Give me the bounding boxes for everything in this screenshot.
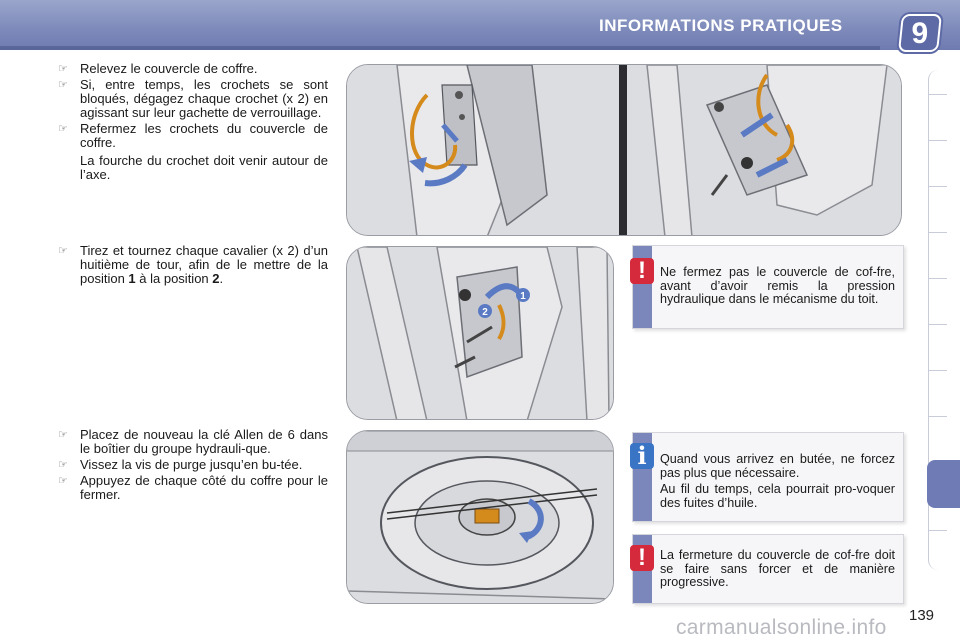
callout-text: La fermeture du couvercle de cof-fre doi… <box>660 548 895 589</box>
callout-text: Ne fermez pas le couvercle de cof-fre, a… <box>660 265 895 306</box>
chapter-tab-divider <box>929 186 947 187</box>
instruction-note: La fourche du crochet doit venir autour … <box>80 153 328 182</box>
chapter-tab-divider <box>929 530 947 531</box>
instruction-item: ☞Appuyez de chaque côté du coffre pour l… <box>58 473 328 502</box>
warning-callout: ! La fermeture du couvercle de cof-fre d… <box>630 534 904 604</box>
bullet-hand-icon: ☞ <box>58 245 68 257</box>
illustration-spare-wheel <box>346 430 614 604</box>
illustration-trunk-hooks <box>346 64 902 236</box>
watermark: carmanualsonline.info <box>676 616 887 639</box>
chapter-tab-divider <box>929 370 947 371</box>
warning-icon: ! <box>630 258 654 284</box>
page-title: INFORMATIONS PRATIQUES <box>599 16 843 35</box>
instruction-item: ☞Si, entre temps, les crochets se sont b… <box>58 77 328 120</box>
instruction-item: ☞Vissez la vis de purge jusqu’en bu-tée. <box>58 457 303 472</box>
info-callout: i Quand vous arrivez en butée, ne forcez… <box>630 432 904 522</box>
chapter-badge: 9 <box>898 14 942 52</box>
instructions-section-2: ☞Tirez et tournez chaque cavalier (x 2) … <box>58 244 328 288</box>
position-label-1: 1 <box>520 291 526 302</box>
chapter-tab-divider <box>929 140 947 141</box>
chapter-tab-active[interactable] <box>927 460 960 508</box>
bullet-hand-icon: ☞ <box>58 429 68 441</box>
chapter-tab-divider <box>929 278 947 279</box>
illustration-cavalier-rotation: 1 2 <box>346 246 614 420</box>
instruction-item: ☞Placez de nouveau la clé Allen de 6 dan… <box>58 427 328 456</box>
chapter-tab-divider <box>929 324 947 325</box>
spare-wheel-drawing <box>347 431 613 603</box>
bullet-hand-icon: ☞ <box>58 459 68 471</box>
chapter-tab-divider <box>929 416 947 417</box>
chapter-tab-divider <box>929 232 947 233</box>
instructions-section-3: ☞Placez de nouveau la clé Allen de 6 dan… <box>58 428 328 504</box>
info-icon: i <box>630 443 654 469</box>
warning-icon: ! <box>630 545 654 571</box>
bullet-hand-icon: ☞ <box>58 123 68 135</box>
chapter-tabs-rail <box>928 70 950 570</box>
bullet-hand-icon: ☞ <box>58 79 68 91</box>
page-number: 139 <box>909 607 935 624</box>
warning-callout: ! Ne fermez pas le couvercle de cof-fre,… <box>630 245 904 329</box>
header-underline <box>0 46 880 50</box>
instruction-item: ☞Relevez le couvercle de coffre. <box>58 61 258 76</box>
bullet-hand-icon: ☞ <box>58 63 68 75</box>
chapter-number: 9 <box>911 17 929 50</box>
chapter-tab-divider <box>929 94 947 95</box>
callout-text: Quand vous arrivez en butée, ne forcez p… <box>660 452 895 480</box>
header-band <box>0 0 960 50</box>
instruction-item: ☞Tirez et tournez chaque cavalier (x 2) … <box>58 243 328 286</box>
callout-text: Au fil du temps, cela pourrait pro-voque… <box>660 482 895 510</box>
bullet-hand-icon: ☞ <box>58 475 68 487</box>
cavalier-drawing: 1 2 <box>347 247 613 419</box>
hooks-drawing <box>347 65 901 235</box>
instruction-item: ☞Refermez les crochets du couvercle de c… <box>58 121 328 150</box>
instructions-section-1: ☞Relevez le couvercle de coffre. ☞Si, en… <box>58 62 328 184</box>
position-label-2: 2 <box>482 307 488 318</box>
